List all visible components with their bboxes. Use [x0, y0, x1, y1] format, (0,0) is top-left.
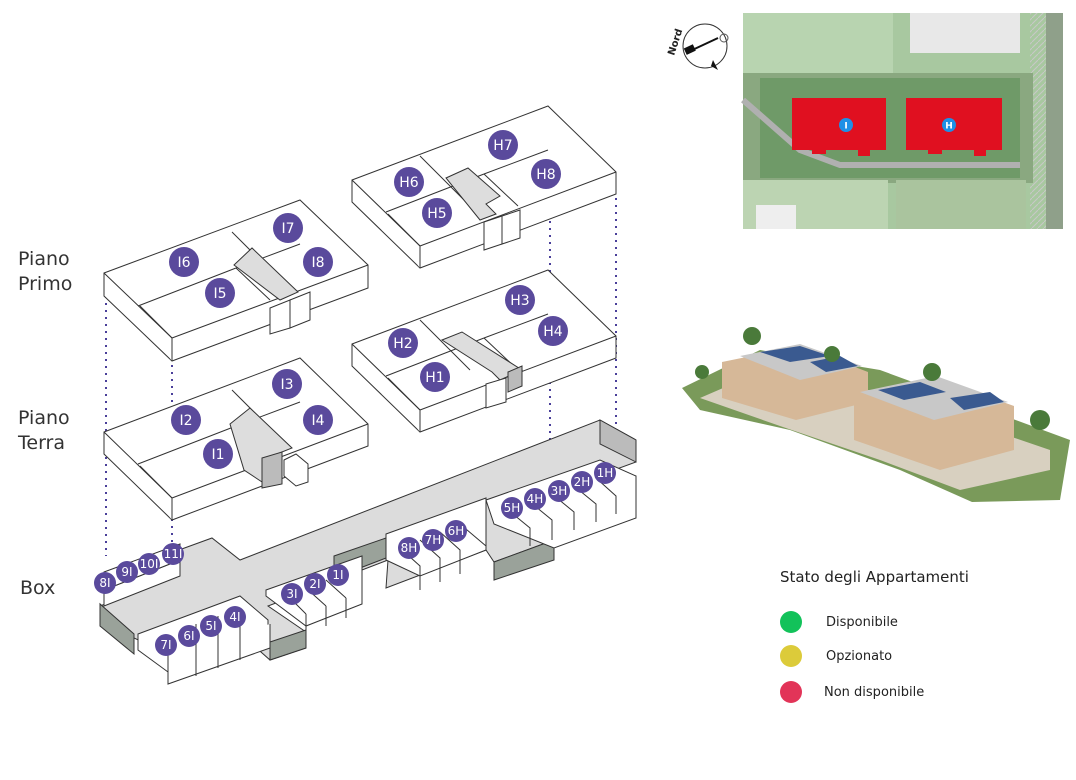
compass-icon: Nord: [666, 23, 729, 70]
unit-label: H1: [425, 370, 444, 386]
unit-badge-h6[interactable]: [394, 167, 424, 197]
legend-item-non-disponibile[interactable]: Non disponibile: [780, 680, 924, 704]
unit-badge-5i[interactable]: [200, 615, 222, 637]
unit-label: I2: [179, 413, 192, 429]
legend-label: Non disponibile: [824, 684, 925, 700]
rendering-image: [682, 327, 1070, 502]
unit-badge-h4[interactable]: [538, 316, 568, 346]
unit-badge-2h[interactable]: [571, 471, 593, 493]
unit-label: 5H: [504, 501, 521, 515]
unit-badge-i1[interactable]: [203, 439, 233, 469]
floor-label-primo: Piano Primo: [18, 248, 73, 295]
unit-badge-3i[interactable]: [281, 583, 303, 605]
legend-title: Stato degli Appartamenti: [780, 568, 969, 586]
unit-badge-i2[interactable]: [171, 405, 201, 435]
unit-label: 4I: [229, 610, 240, 624]
unit-badge-h5[interactable]: [422, 198, 452, 228]
unit-badge-h3[interactable]: [505, 285, 535, 315]
unit-badge-4i[interactable]: [224, 606, 246, 628]
unit-label: 6H: [448, 524, 465, 538]
unit-label: I4: [311, 413, 324, 429]
unit-badge-7i[interactable]: [155, 634, 177, 656]
unit-badge-i4[interactable]: [303, 405, 333, 435]
unit-label: 2I: [309, 577, 320, 591]
unit-badge-1h[interactable]: [594, 462, 616, 484]
unit-label: I3: [280, 377, 293, 393]
unit-badge-i8[interactable]: [303, 247, 333, 277]
sun-icon: [719, 33, 729, 43]
legend-label: Opzionato: [826, 648, 893, 664]
unit-badge-1i[interactable]: [327, 564, 349, 586]
unit-label: 5I: [205, 619, 216, 633]
unit-badge-8i[interactable]: [94, 572, 116, 594]
unit-label: H4: [543, 324, 563, 340]
unit-label: H7: [493, 138, 512, 154]
unit-label: H2: [393, 336, 412, 352]
unit-badge-7h[interactable]: [422, 529, 444, 551]
unit-label: H6: [399, 175, 419, 191]
floor-terra-building-h: [351, 269, 617, 433]
unit-badge-h2[interactable]: [388, 328, 418, 358]
svg-text:Nord: Nord: [666, 28, 685, 57]
unit-label: 9I: [121, 565, 132, 579]
unit-label: 11I: [164, 547, 183, 561]
unit-badge-i7[interactable]: [273, 213, 303, 243]
status-dot-icon: [780, 611, 802, 633]
floor-label-box: Box: [20, 577, 56, 599]
legend-label: Disponibile: [826, 614, 898, 630]
unit-badge-2i[interactable]: [304, 573, 326, 595]
unit-label: 7H: [425, 533, 442, 547]
building-i-pin[interactable]: [839, 118, 853, 132]
unit-badge-3h[interactable]: [548, 480, 570, 502]
unit-label: I8: [311, 255, 324, 271]
unit-label: 8H: [401, 541, 418, 555]
unit-label: H5: [427, 206, 446, 222]
legend-item-opzionato[interactable]: Opzionato: [780, 644, 892, 668]
unit-badge-9i[interactable]: [116, 561, 138, 583]
unit-label: 4H: [527, 492, 544, 506]
unit-label: 3I: [286, 587, 297, 601]
unit-badge-i5[interactable]: [205, 278, 235, 308]
unit-label: H3: [510, 293, 529, 309]
unit-label: I5: [213, 286, 226, 302]
unit-label: H8: [536, 167, 555, 183]
unit-badge-5h[interactable]: [501, 497, 523, 519]
unit-badge-4h[interactable]: [524, 488, 546, 510]
floor-primo-building-h: [351, 105, 617, 269]
unit-label: I1: [211, 447, 224, 463]
unit-badge-i6[interactable]: [169, 247, 199, 277]
unit-label: I6: [177, 255, 190, 271]
unit-badge-h7[interactable]: [488, 130, 518, 160]
unit-badge-11i[interactable]: [162, 543, 184, 565]
floor-terra-building-i: [103, 357, 369, 521]
unit-label: 7I: [160, 638, 171, 652]
unit-badge-h1[interactable]: [420, 362, 450, 392]
unit-badge-10i[interactable]: [138, 553, 160, 575]
unit-label: 1H: [597, 466, 614, 480]
site-map[interactable]: I H: [741, 13, 1063, 229]
floor-label-terra: Piano Terra: [18, 407, 70, 454]
status-dot-icon: [780, 681, 802, 703]
unit-label: 10I: [140, 557, 159, 571]
unit-label: 1I: [332, 568, 343, 582]
unit-badge-8h[interactable]: [398, 537, 420, 559]
svg-text:H: H: [945, 122, 953, 132]
unit-badge-6h[interactable]: [445, 520, 467, 542]
unit-badge-6i[interactable]: [178, 625, 200, 647]
unit-badge-i3[interactable]: [272, 369, 302, 399]
unit-label: 3H: [551, 484, 568, 498]
building-h-pin[interactable]: [942, 118, 956, 132]
floor-primo-building-i: [103, 199, 369, 362]
status-dot-icon: [780, 645, 802, 667]
svg-text:I: I: [844, 122, 847, 132]
unit-label: I7: [281, 221, 294, 237]
unit-label: 6I: [183, 629, 194, 643]
unit-label: 8I: [99, 576, 110, 590]
legend-item-disponibile[interactable]: Disponibile: [780, 610, 898, 634]
building-i-footprint[interactable]: [792, 98, 886, 156]
unit-badge-h8[interactable]: [531, 159, 561, 189]
unit-label: 2H: [574, 475, 591, 489]
